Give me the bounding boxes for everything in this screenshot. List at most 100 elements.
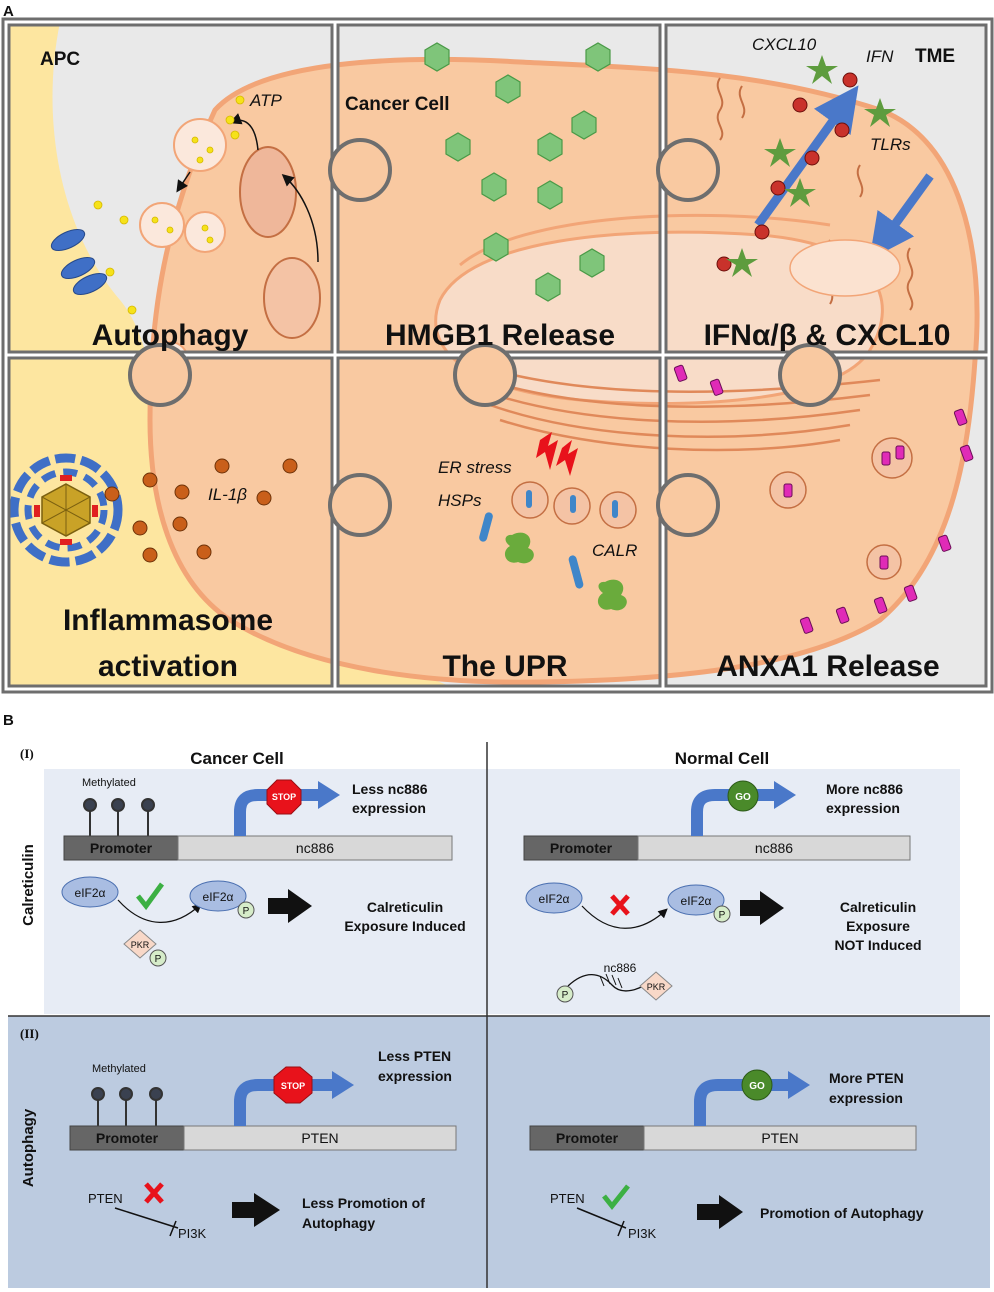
pkr-diamond: [639, 971, 673, 1001]
eif2a-oval: [525, 882, 583, 914]
promoter-box: [63, 835, 179, 861]
section-i-label: (I): [20, 746, 34, 761]
cancer-cell-header: Cancer Cell: [190, 749, 284, 768]
vesicle: [184, 211, 226, 253]
inflammasome-title-line2: activation: [98, 650, 238, 683]
pkr-diamond: [123, 929, 157, 959]
er-stress-label: ER stress: [438, 458, 512, 477]
section-ii-label: (II): [20, 1026, 39, 1041]
pten-box: [183, 1125, 457, 1151]
rna-hairpin: [599, 973, 623, 989]
anxa1-title: ANXA1 Release: [716, 650, 939, 683]
anxa1-cargo: [783, 445, 905, 570]
calr-induced-line1: Calreticulin: [367, 899, 443, 915]
eif2a-label: eIF2α: [75, 886, 106, 900]
inflammasome-complex: [9, 453, 123, 567]
pkr-phosphate: [149, 949, 167, 967]
nc886-label: nc886: [296, 840, 334, 856]
pten-label: PTEN: [761, 1130, 798, 1146]
nc886-box: [637, 835, 911, 861]
transcription-arrowhead: [774, 781, 796, 809]
transcription-arrow: [694, 1079, 792, 1126]
x-mark-icon: [610, 894, 630, 916]
ifn-release-arrow: [754, 85, 859, 228]
go-sign: [727, 780, 759, 812]
promoter-box: [69, 1125, 185, 1151]
pten-label: PTEN: [301, 1130, 338, 1146]
less-nc886-line1: Less nc886: [352, 781, 428, 797]
pkr-label: PKR: [647, 982, 666, 992]
phosphate-circle: [556, 985, 574, 1003]
cancer-cell-label: Cancer Cell: [345, 94, 450, 115]
eif2a-label: eIF2α: [539, 892, 570, 906]
ifn-label: IFN: [866, 47, 894, 66]
phosphate-label: P: [562, 990, 569, 1001]
promoter-label: Promoter: [90, 840, 153, 856]
x-mark-icon: [144, 1182, 164, 1204]
vesicle: [139, 202, 185, 248]
stop-label: STOP: [272, 792, 296, 802]
puzzle-knobs: [128, 138, 842, 537]
transcription-arrowhead: [318, 781, 340, 809]
cxcl10-molecules: [726, 55, 896, 277]
flow-arrow: [229, 113, 259, 151]
calr-not-line3: NOT Induced: [834, 937, 921, 953]
transcription-arrowhead: [332, 1071, 354, 1099]
cxcl10-label: CXCL10: [752, 35, 817, 54]
more-nc886-line2: expression: [826, 800, 900, 816]
autophagy-title: Autophagy: [92, 319, 249, 352]
eif2a-oval: [61, 876, 119, 908]
phosphate-label: P: [719, 910, 726, 921]
normal-nc886-gene: Promoter nc886 GO More nc886 expression: [523, 780, 911, 861]
er-stress-bolt: [556, 440, 578, 476]
result-arrow: [740, 891, 784, 925]
cancer-pten-pathway: PTEN PI3K Less Promotion of Autophagy: [88, 1182, 425, 1241]
promoter-label: Promoter: [96, 1130, 159, 1146]
nc886-label: nc886: [755, 840, 793, 856]
transcription-arrowhead: [788, 1071, 810, 1099]
section-ii-background: [8, 1016, 990, 1288]
phosphorylation-arrow: [581, 905, 668, 929]
promo-label: Promotion of Autophagy: [760, 1205, 924, 1221]
ifn-molecules: [716, 72, 858, 272]
normal-cell-header: Normal Cell: [675, 749, 769, 768]
stop-sign: [266, 779, 302, 815]
dna-uptake-arrow: [869, 173, 934, 260]
transcription-arrow: [234, 789, 322, 836]
stop-sign: [273, 1066, 313, 1104]
apc-receptors: [50, 228, 108, 296]
panel-b-label: B: [3, 712, 14, 729]
stop-label: STOP: [281, 1081, 305, 1091]
less-promo-line1: Less Promotion of: [302, 1195, 425, 1211]
nc886-rna-label: nc886: [604, 961, 637, 975]
il1b-label: IL-1β: [208, 485, 247, 504]
calr-label: CALR: [592, 541, 637, 560]
normal-pten-gene: Promoter PTEN GO More PTEN expression: [529, 1069, 917, 1151]
inflammasome-title-line1: Inflammasome: [63, 604, 273, 637]
calreticulin-row-label: Calreticulin: [20, 844, 37, 926]
pi3k-label: PI3K: [178, 1226, 207, 1241]
check-mark-icon: [602, 1184, 630, 1211]
eif2a-p-oval: [189, 880, 247, 912]
calr-not-line1: Calreticulin: [840, 899, 916, 915]
result-arrow: [268, 889, 312, 923]
autophagy-row-label: Autophagy: [20, 1108, 37, 1187]
upr-title: The UPR: [442, 650, 567, 683]
pkr-phosphate-label: P: [155, 954, 162, 965]
panel-a-label: A: [3, 3, 14, 20]
hsps-label: HSPs: [438, 491, 482, 510]
atp-label: ATP: [249, 91, 282, 110]
phosphorylation-arrow: [117, 899, 202, 923]
tlrs-label: TLRs: [870, 135, 911, 154]
check-mark-icon: [136, 882, 165, 911]
hmgb1-title: HMGB1 Release: [385, 319, 615, 352]
result-arrow: [697, 1195, 743, 1229]
result-arrow: [232, 1193, 280, 1227]
transcription-arrow: [691, 789, 778, 836]
hsp-proteins: [479, 490, 618, 589]
less-promo-line2: Autophagy: [302, 1215, 375, 1231]
cancer-nc886-gene: Methylated Promoter nc886 STOP Less nc88…: [63, 777, 453, 861]
calr-induced-line2: Exposure Induced: [344, 918, 465, 934]
apc-label: APC: [40, 49, 80, 70]
